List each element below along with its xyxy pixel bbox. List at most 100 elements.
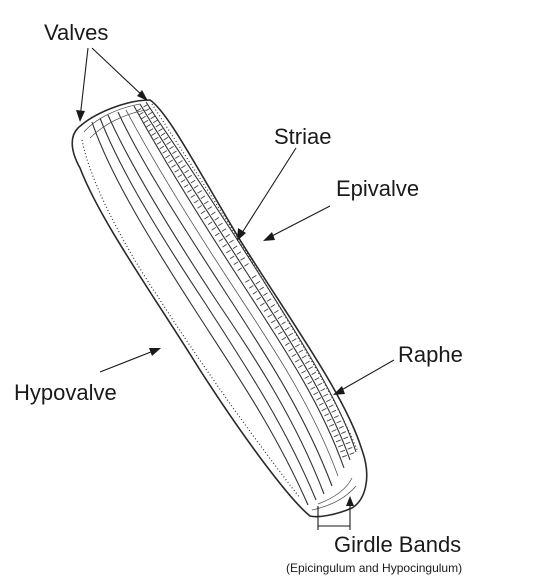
striae-leader (240, 148, 296, 236)
label-epivalve: Epivalve (336, 176, 419, 201)
stria-mark (334, 435, 339, 437)
raphe-line (140, 104, 350, 460)
stria-mark (319, 403, 323, 405)
stria-mark (311, 387, 315, 389)
stria-mark (157, 142, 161, 145)
stria-mark (341, 432, 346, 434)
stria-mark (137, 109, 141, 112)
stria-mark (332, 410, 337, 412)
stria-mark (264, 309, 268, 312)
stria-mark (285, 327, 289, 330)
stria-mark (161, 133, 165, 136)
stria-mark (191, 195, 195, 198)
stria-mark (260, 287, 264, 290)
stria-mark (305, 376, 309, 378)
epivalve-arrow (263, 232, 275, 241)
stria-mark (282, 337, 286, 340)
stria-mark (315, 378, 319, 380)
stria-mark (295, 344, 299, 347)
stria-mark (289, 349, 293, 352)
stria-mark (308, 367, 312, 370)
stria-mark (271, 305, 275, 308)
stria-mark (344, 437, 349, 439)
stria-mark (241, 258, 245, 261)
stria-mark (337, 421, 342, 423)
stria-mark (215, 218, 219, 221)
stria-mark (181, 165, 185, 168)
stria-mark (201, 196, 205, 199)
stria-mark (253, 291, 257, 294)
stria-mark (350, 453, 355, 455)
stria-mark (188, 175, 192, 178)
stria-mark (327, 419, 332, 421)
stria-mark (226, 250, 230, 253)
girdle-line-5 (126, 110, 338, 476)
stria-mark (233, 246, 237, 249)
stria-mark (226, 234, 230, 237)
epivalve-leader (268, 206, 330, 238)
stria-mark (275, 326, 279, 329)
stria-mark (342, 455, 347, 457)
girdle-arrow (346, 496, 354, 506)
stria-mark (223, 244, 227, 247)
stria-mark (204, 201, 208, 204)
stria-mark (340, 450, 345, 452)
label-girdle-bands-note: (Epicingulum and Hypocingulum) (286, 561, 462, 575)
stria-mark (282, 322, 286, 325)
stria-mark (172, 151, 176, 154)
stria-mark (175, 156, 179, 159)
label-hypovalve: Hypovalve (14, 380, 117, 405)
label-valves: Valves (44, 20, 108, 45)
stria-mark (160, 146, 164, 149)
stria-mark (204, 216, 208, 219)
stria-mark (267, 299, 271, 302)
valves-arrow-left (76, 110, 85, 122)
stria-mark (198, 206, 202, 209)
label-girdle-bands: Girdle Bands (334, 532, 461, 557)
stria-mark (144, 104, 148, 107)
stria-mark (172, 165, 176, 168)
stria-mark (263, 293, 267, 296)
stria-mark (187, 190, 191, 193)
stria-mark (144, 120, 148, 123)
girdle-line-3 (108, 115, 324, 494)
label-striae: Striae (274, 124, 331, 149)
stria-mark (285, 343, 289, 346)
stria-mark (332, 430, 337, 432)
stria-mark (153, 120, 157, 123)
stria-mark (308, 382, 312, 385)
striae-arrow (237, 228, 246, 241)
stria-mark (139, 112, 143, 115)
stria-mark (338, 445, 343, 447)
stria-mark (318, 383, 322, 385)
stria-mark (334, 416, 339, 418)
stria-mark (218, 223, 222, 226)
stria-mark (324, 414, 329, 416)
stria-mark (164, 137, 168, 140)
stria-mark (295, 360, 299, 363)
stria-mark (252, 275, 256, 278)
valves-leader-right (92, 48, 145, 98)
raphe-leader (338, 360, 394, 392)
stria-mark (222, 229, 226, 232)
stria-mark (260, 303, 264, 306)
stria-mark (278, 332, 282, 335)
stria-mark (201, 211, 205, 214)
stria-mark (322, 408, 327, 410)
epivalve-face-right (146, 102, 356, 452)
striae-hatching (137, 104, 355, 457)
stria-mark (249, 286, 253, 289)
stria-mark (305, 361, 309, 364)
hypovalve-leader (100, 350, 156, 372)
stria-mark (175, 170, 179, 173)
stria-mark (194, 200, 198, 203)
stria-mark (158, 129, 162, 132)
stria-mark (141, 116, 145, 119)
stria-mark (146, 124, 150, 127)
stria-mark (146, 108, 150, 111)
stria-mark (245, 280, 249, 283)
stria-mark (151, 116, 155, 119)
stria-mark (314, 392, 318, 394)
